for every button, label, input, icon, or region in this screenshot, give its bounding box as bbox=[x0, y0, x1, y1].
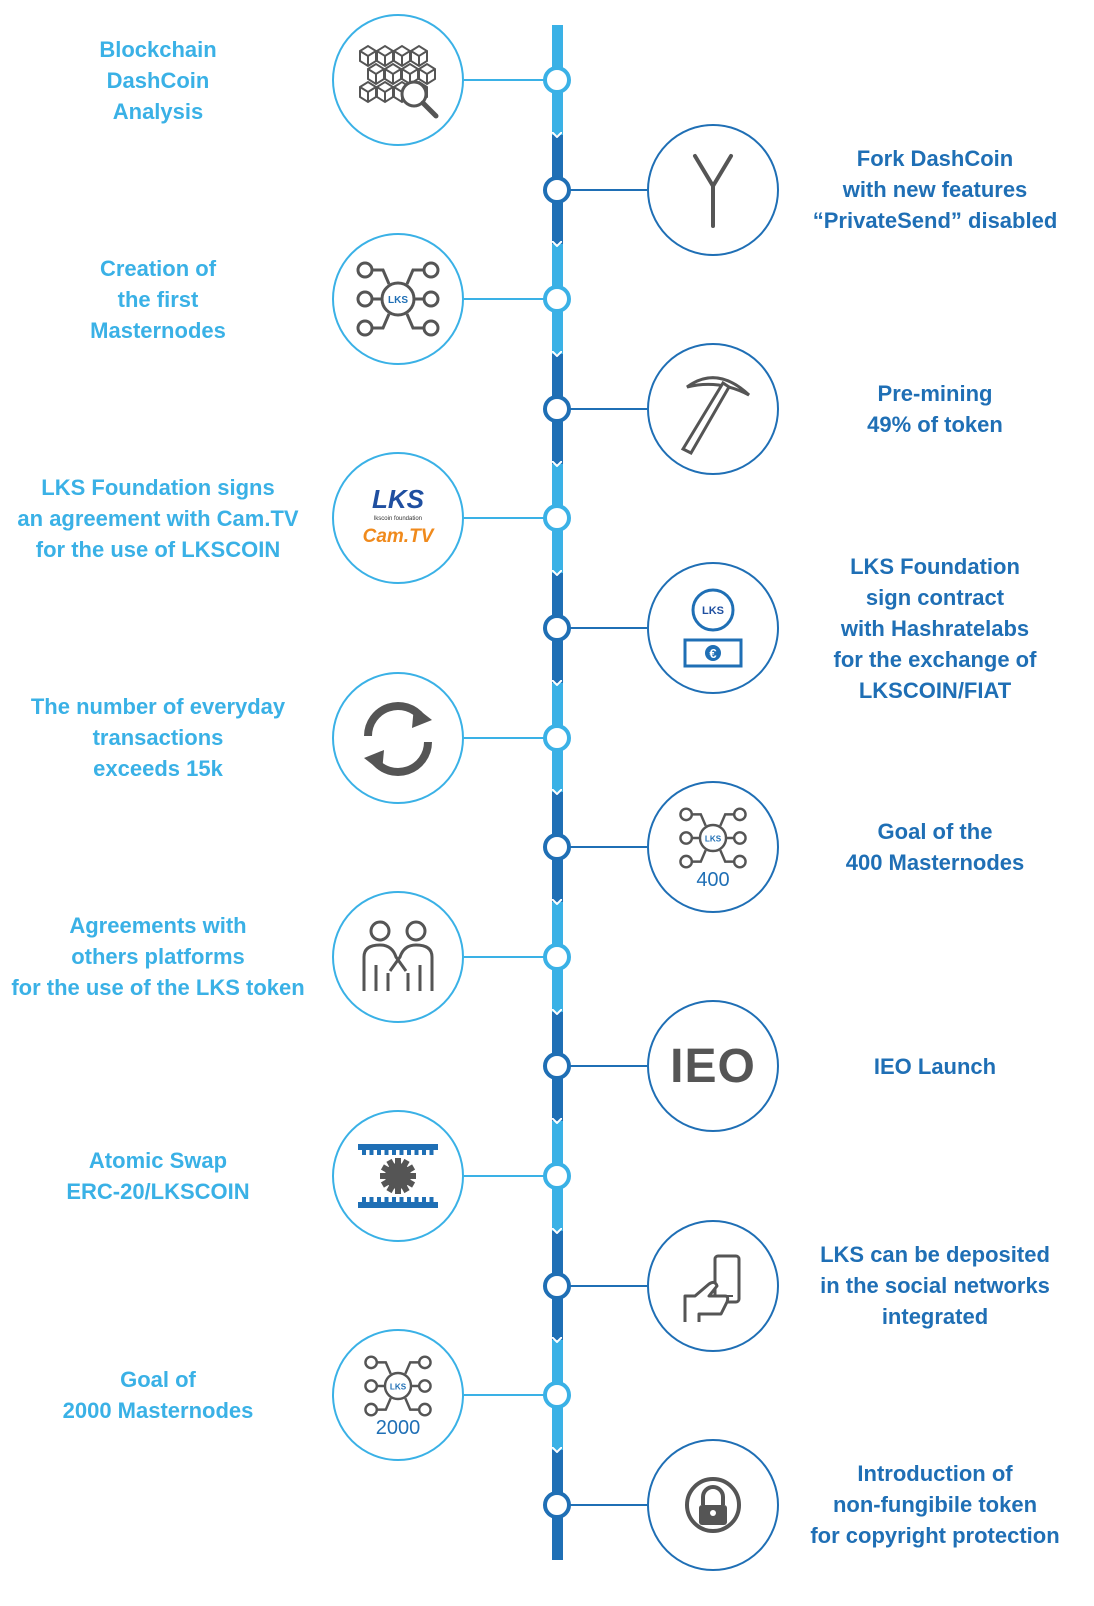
timeline-node bbox=[543, 942, 571, 971]
milestone-icon-circle: LKS bbox=[332, 233, 464, 366]
milestone-icon-circle: LKS 2000 bbox=[332, 1329, 464, 1462]
milestone-icon-circle bbox=[332, 14, 464, 146]
milestone-icon-circle bbox=[332, 890, 464, 1023]
refresh-cycle-icon bbox=[364, 701, 432, 776]
spine-chevron-icon bbox=[552, 460, 562, 467]
node-count-badge: 2000 bbox=[375, 1416, 421, 1439]
milestone-icon-circle bbox=[647, 342, 779, 475]
milestone-connector bbox=[464, 1394, 557, 1397]
timeline-node bbox=[543, 394, 571, 423]
spine-chevron-icon bbox=[552, 1008, 562, 1015]
spine-chevron-icon bbox=[552, 570, 562, 577]
milestone-label: Fork DashCoin with new features “Private… bbox=[812, 146, 1058, 234]
milestone-label: Goal of 2000 Masternodes bbox=[62, 1367, 254, 1424]
timeline-node bbox=[543, 1381, 571, 1410]
spine-chevron-icon bbox=[552, 351, 562, 357]
milestone-icon-circle bbox=[647, 1219, 779, 1352]
milestone-connector bbox=[464, 298, 557, 301]
spine-chevron-icon bbox=[552, 241, 562, 248]
milestone-connector bbox=[557, 188, 647, 191]
milestone-connector bbox=[464, 517, 557, 520]
milestone-connector bbox=[464, 955, 557, 958]
spine-chevron-icon bbox=[552, 1447, 562, 1453]
spine-chevron-icon bbox=[552, 1337, 562, 1344]
milestone-label: Goal of the 400 Masternodes bbox=[845, 819, 1025, 876]
timeline-node bbox=[543, 833, 571, 862]
milestone-icon-circle: LKS € bbox=[647, 562, 779, 694]
fork-icon bbox=[693, 153, 733, 228]
milestone-connector bbox=[557, 1065, 647, 1068]
milestone-connector bbox=[464, 736, 557, 739]
timeline-node bbox=[543, 1162, 571, 1190]
spine-chevron-icon bbox=[552, 1118, 562, 1125]
svg-text:LKS: LKS bbox=[390, 1382, 407, 1391]
milestone-label: IEO Launch bbox=[873, 1053, 997, 1079]
node-count-badge: 400 bbox=[696, 868, 730, 891]
lks-euro-exchange-icon: LKS € bbox=[683, 588, 743, 668]
milestone-connector bbox=[557, 627, 647, 629]
milestone-connector bbox=[557, 1503, 647, 1506]
pickaxe-icon bbox=[680, 376, 751, 455]
milestone-label: LKS can be deposited in the social netwo… bbox=[820, 1242, 1050, 1330]
milestone-label: Creation of the first Masternodes bbox=[90, 255, 226, 343]
milestone-connector bbox=[464, 1175, 557, 1177]
milestone-connector bbox=[557, 846, 647, 849]
milestone-label: LKS Foundation sign contract with Hashra… bbox=[833, 553, 1037, 703]
hand-phone-icon bbox=[683, 1254, 741, 1322]
handshake-people-icon bbox=[362, 920, 434, 991]
timeline-node bbox=[543, 614, 571, 642]
timeline-node bbox=[543, 66, 571, 94]
timeline-node bbox=[543, 175, 571, 204]
milestone-icon-circle bbox=[647, 123, 779, 256]
milestone-icon-circle bbox=[332, 1110, 464, 1242]
svg-text:€: € bbox=[709, 646, 716, 661]
svg-text:Cam.TV: Cam.TV bbox=[363, 526, 435, 547]
svg-text:LKS: LKS bbox=[702, 605, 724, 617]
milestone-connector bbox=[557, 1284, 647, 1287]
ieo-label: IEO bbox=[670, 1039, 756, 1093]
milestone-icon-circle: IEO bbox=[647, 1000, 779, 1133]
milestone-label: The number of everyday transactions exce… bbox=[30, 694, 286, 782]
milestone-connector bbox=[557, 407, 647, 410]
svg-text:LKS: LKS bbox=[705, 834, 722, 843]
timeline-node bbox=[543, 504, 571, 533]
padlock-icon bbox=[685, 1476, 741, 1533]
milestone-label: Introduction of non-fungibile token for … bbox=[810, 1461, 1060, 1549]
milestone-connector bbox=[464, 79, 557, 81]
spine-chevron-icon bbox=[552, 1227, 562, 1234]
timeline-node bbox=[543, 285, 571, 314]
timeline-node bbox=[543, 1271, 571, 1300]
svg-text:LKS: LKS bbox=[372, 484, 425, 514]
milestone-label: Pre-mining 49% of token bbox=[867, 380, 1003, 437]
timeline-node bbox=[543, 723, 571, 752]
timeline-node bbox=[543, 1490, 571, 1519]
milestone-icon-circle: LKS 400 bbox=[647, 781, 779, 914]
milestone-label: LKS Foundation signs an agreement with C… bbox=[17, 474, 299, 562]
timeline-node bbox=[543, 1052, 571, 1081]
milestone-icon-circle bbox=[647, 1438, 779, 1571]
svg-text:lkscoin foundation: lkscoin foundation bbox=[374, 516, 422, 522]
spine-chevron-icon bbox=[552, 679, 562, 686]
spine-chevron-icon bbox=[552, 131, 562, 138]
milestone-label: Atomic Swap ERC-20/LKSCOIN bbox=[66, 1148, 250, 1204]
milestone-label: Agreements with others platforms for the… bbox=[11, 913, 305, 1001]
blockchain-magnifier-icon bbox=[359, 44, 439, 119]
spine-chevron-icon bbox=[552, 789, 562, 796]
milestone-icon-circle bbox=[332, 671, 464, 804]
atomic-swap-gear-icon bbox=[358, 1144, 438, 1208]
svg-text:LKS: LKS bbox=[388, 295, 408, 306]
spine-chevron-icon bbox=[552, 899, 562, 905]
milestone-label: Blockchain DashCoin Analysis bbox=[99, 36, 217, 124]
